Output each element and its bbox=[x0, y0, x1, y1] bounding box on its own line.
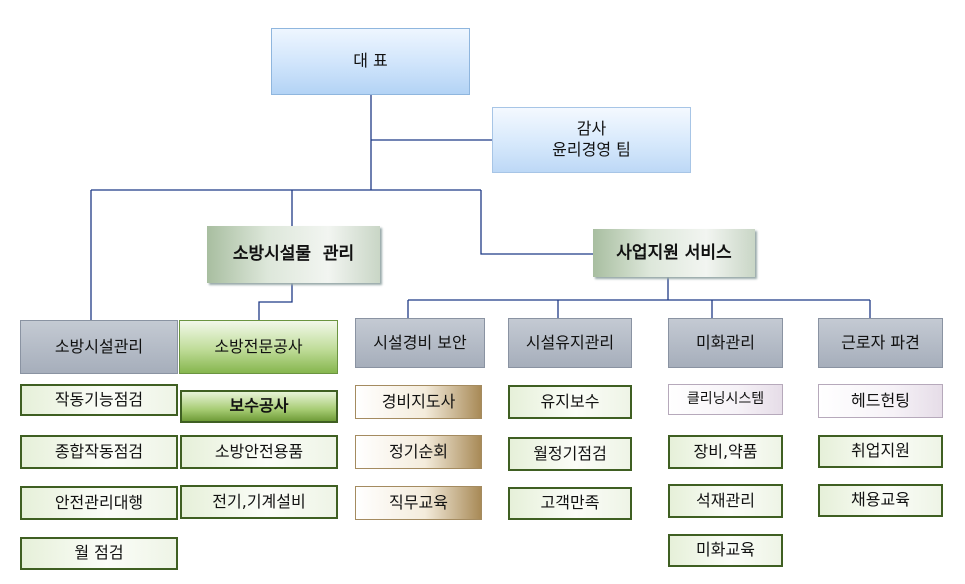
ethics-team-label: 윤리경영 팀 bbox=[552, 140, 631, 159]
item-label: 안전관리대행 bbox=[54, 492, 144, 512]
fire-construction-item: 전기,기계설비 bbox=[180, 485, 338, 519]
facility-management-item: 안전관리대행 bbox=[20, 486, 178, 520]
cleaning-label: 미화관리 bbox=[696, 332, 755, 352]
ceo-label: 대 표 bbox=[353, 51, 388, 71]
maintenance-item: 유지보수 bbox=[508, 385, 632, 419]
fire-construction-header: 소방전문공사 bbox=[179, 320, 338, 374]
dispatch-item: 헤드헌팅 bbox=[818, 384, 943, 418]
maintenance-item: 고객만족 bbox=[508, 487, 632, 520]
facility-management-item: 종합작동점검 bbox=[20, 435, 178, 469]
facility-management-header: 소방시설관리 bbox=[20, 320, 178, 374]
item-label: 유지보수 bbox=[540, 391, 600, 411]
facility-management-item: 작동기능점검 bbox=[20, 384, 178, 416]
fire-construction-item: 보수공사 bbox=[180, 390, 338, 423]
item-label: 장비,약품 bbox=[693, 441, 758, 461]
cleaning-item: 클리닝시스템 bbox=[668, 384, 783, 415]
maintenance-label: 시설유지관리 bbox=[525, 332, 615, 352]
item-label: 채용교육 bbox=[851, 490, 910, 510]
audit-ethics-box: 감사 윤리경영 팀 bbox=[492, 107, 691, 173]
cleaning-item: 석재관리 bbox=[668, 484, 783, 518]
item-label: 종합작동점검 bbox=[54, 441, 144, 461]
cleaning-header: 미화관리 bbox=[668, 318, 783, 368]
security-item: 경비지도사 bbox=[355, 385, 482, 419]
security-header: 시설경비 보안 bbox=[355, 318, 485, 368]
item-label: 경비지도사 bbox=[381, 391, 456, 411]
facility-division-box: 소방시설물 관리 bbox=[207, 226, 380, 283]
facility-management-label: 소방시설관리 bbox=[54, 336, 144, 356]
item-label: 월 점검 bbox=[74, 543, 124, 563]
security-item: 정기순회 bbox=[355, 435, 482, 469]
dispatch-header: 근로자 파견 bbox=[818, 318, 943, 368]
item-label: 고객만족 bbox=[540, 493, 600, 513]
audit-label: 감사 bbox=[576, 119, 607, 139]
dispatch-label: 근로자 파견 bbox=[841, 332, 920, 352]
support-division-box: 사업지원 서비스 bbox=[593, 229, 755, 277]
security-label: 시설경비 보안 bbox=[373, 332, 467, 352]
maintenance-item: 월정기점검 bbox=[508, 437, 632, 471]
item-label: 작동기능점검 bbox=[54, 389, 144, 409]
ceo-box: 대 표 bbox=[271, 28, 470, 95]
item-label: 석재관리 bbox=[696, 490, 755, 510]
item-label: 미화교육 bbox=[696, 540, 755, 560]
fire-construction-item: 소방안전용품 bbox=[180, 435, 338, 469]
cleaning-item: 장비,약품 bbox=[668, 435, 783, 469]
item-label: 소방안전용품 bbox=[214, 441, 304, 461]
item-label: 취업지원 bbox=[851, 441, 910, 461]
dispatch-item: 채용교육 bbox=[818, 484, 943, 517]
item-label: 전기,기계설비 bbox=[212, 491, 306, 511]
item-label: 클리닝시스템 bbox=[686, 391, 765, 408]
facility-management-item: 월 점검 bbox=[20, 537, 178, 570]
dispatch-item: 취업지원 bbox=[818, 435, 943, 468]
item-label: 직무교육 bbox=[389, 492, 448, 512]
security-item: 직무교육 bbox=[355, 486, 482, 520]
fire-construction-label: 소방전문공사 bbox=[214, 336, 303, 356]
support-division-label: 사업지원 서비스 bbox=[616, 242, 732, 263]
item-label: 정기순회 bbox=[389, 441, 448, 461]
cleaning-item: 미화교육 bbox=[668, 534, 783, 567]
item-label: 보수공사 bbox=[229, 396, 289, 416]
maintenance-header: 시설유지관리 bbox=[508, 318, 632, 368]
item-label: 월정기점검 bbox=[533, 443, 607, 463]
item-label: 헤드헌팅 bbox=[851, 390, 910, 410]
facility-division-label: 소방시설물 관리 bbox=[232, 244, 355, 265]
